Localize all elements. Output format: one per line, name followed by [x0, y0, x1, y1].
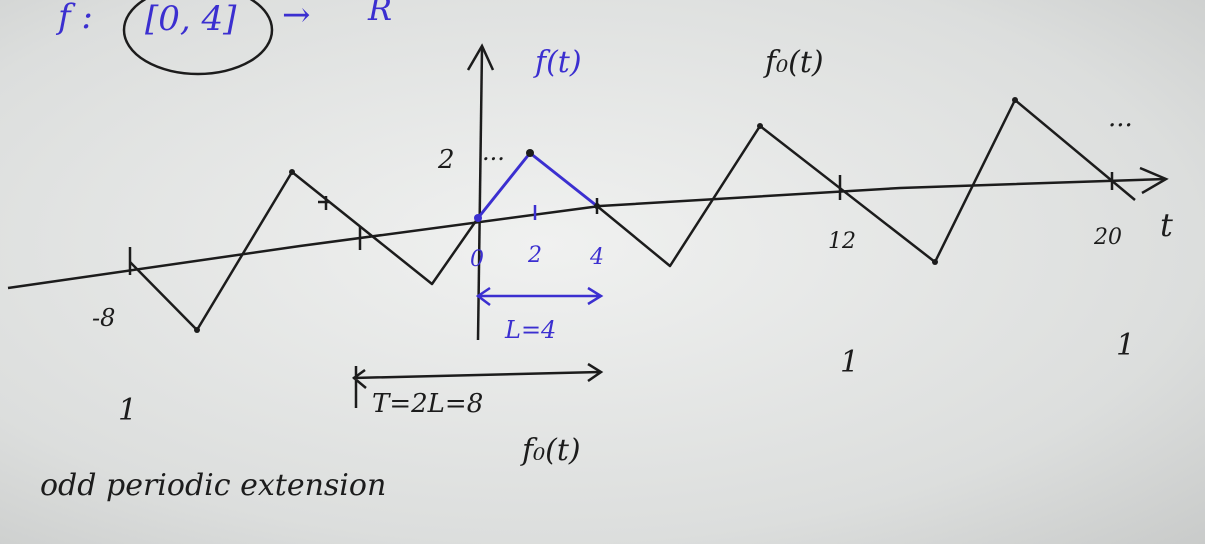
label-peak-dots: ...: [482, 138, 505, 166]
f-axis: [476, 47, 484, 341]
point-origin: [474, 214, 482, 222]
tick-label-4: 4: [589, 245, 604, 270]
domain-circle: [122, 0, 274, 76]
tick-label-20: 20: [1093, 225, 1122, 250]
period-mark-2: 1: [840, 345, 859, 380]
T-interval-arrow: [351, 362, 604, 408]
point-peak: [526, 149, 534, 157]
caption: odd periodic extension: [40, 468, 386, 503]
point-max-12: [757, 123, 763, 129]
header-domain: [0, 4]: [145, 0, 237, 39]
point-min-right: [932, 259, 938, 265]
point-min-left: [194, 327, 200, 333]
L-interval-arrow: [475, 286, 604, 306]
tick-label-2: 2: [527, 243, 542, 268]
point-max-left: [289, 169, 295, 175]
header-arrow: →: [282, 0, 311, 35]
label-f0-t-bottom: f₀(t): [520, 433, 581, 468]
f-axis-arrowhead: [466, 43, 495, 71]
header-codomain: R: [367, 0, 392, 28]
odd-periodic-extension-curve: [129, 98, 1136, 332]
header-f-label: f :: [55, 0, 93, 37]
tick-label-12: 12: [828, 229, 856, 254]
t-axis-arrowhead: [1139, 166, 1169, 195]
label-T-eq: T=2L=8: [372, 389, 483, 419]
tick-label-minus8: -8: [92, 304, 115, 332]
label-f0-t: f₀(t): [763, 45, 824, 80]
point-max-right: [1012, 97, 1018, 103]
label-L-eq: L=4: [504, 316, 556, 344]
period-mark-3: 1: [1116, 328, 1135, 363]
tick-label-0: 0: [470, 247, 484, 272]
period-mark-1: 1: [118, 393, 137, 428]
label-peak-value: 2: [437, 145, 455, 175]
small-mark-near-neg4: [318, 196, 330, 210]
label-axis-t: t: [1160, 206, 1173, 244]
label-dots-right: ...: [1108, 103, 1133, 133]
t-axis: [7, 177, 1166, 290]
point-4: [594, 203, 600, 209]
label-f-t: f(t): [533, 45, 582, 80]
